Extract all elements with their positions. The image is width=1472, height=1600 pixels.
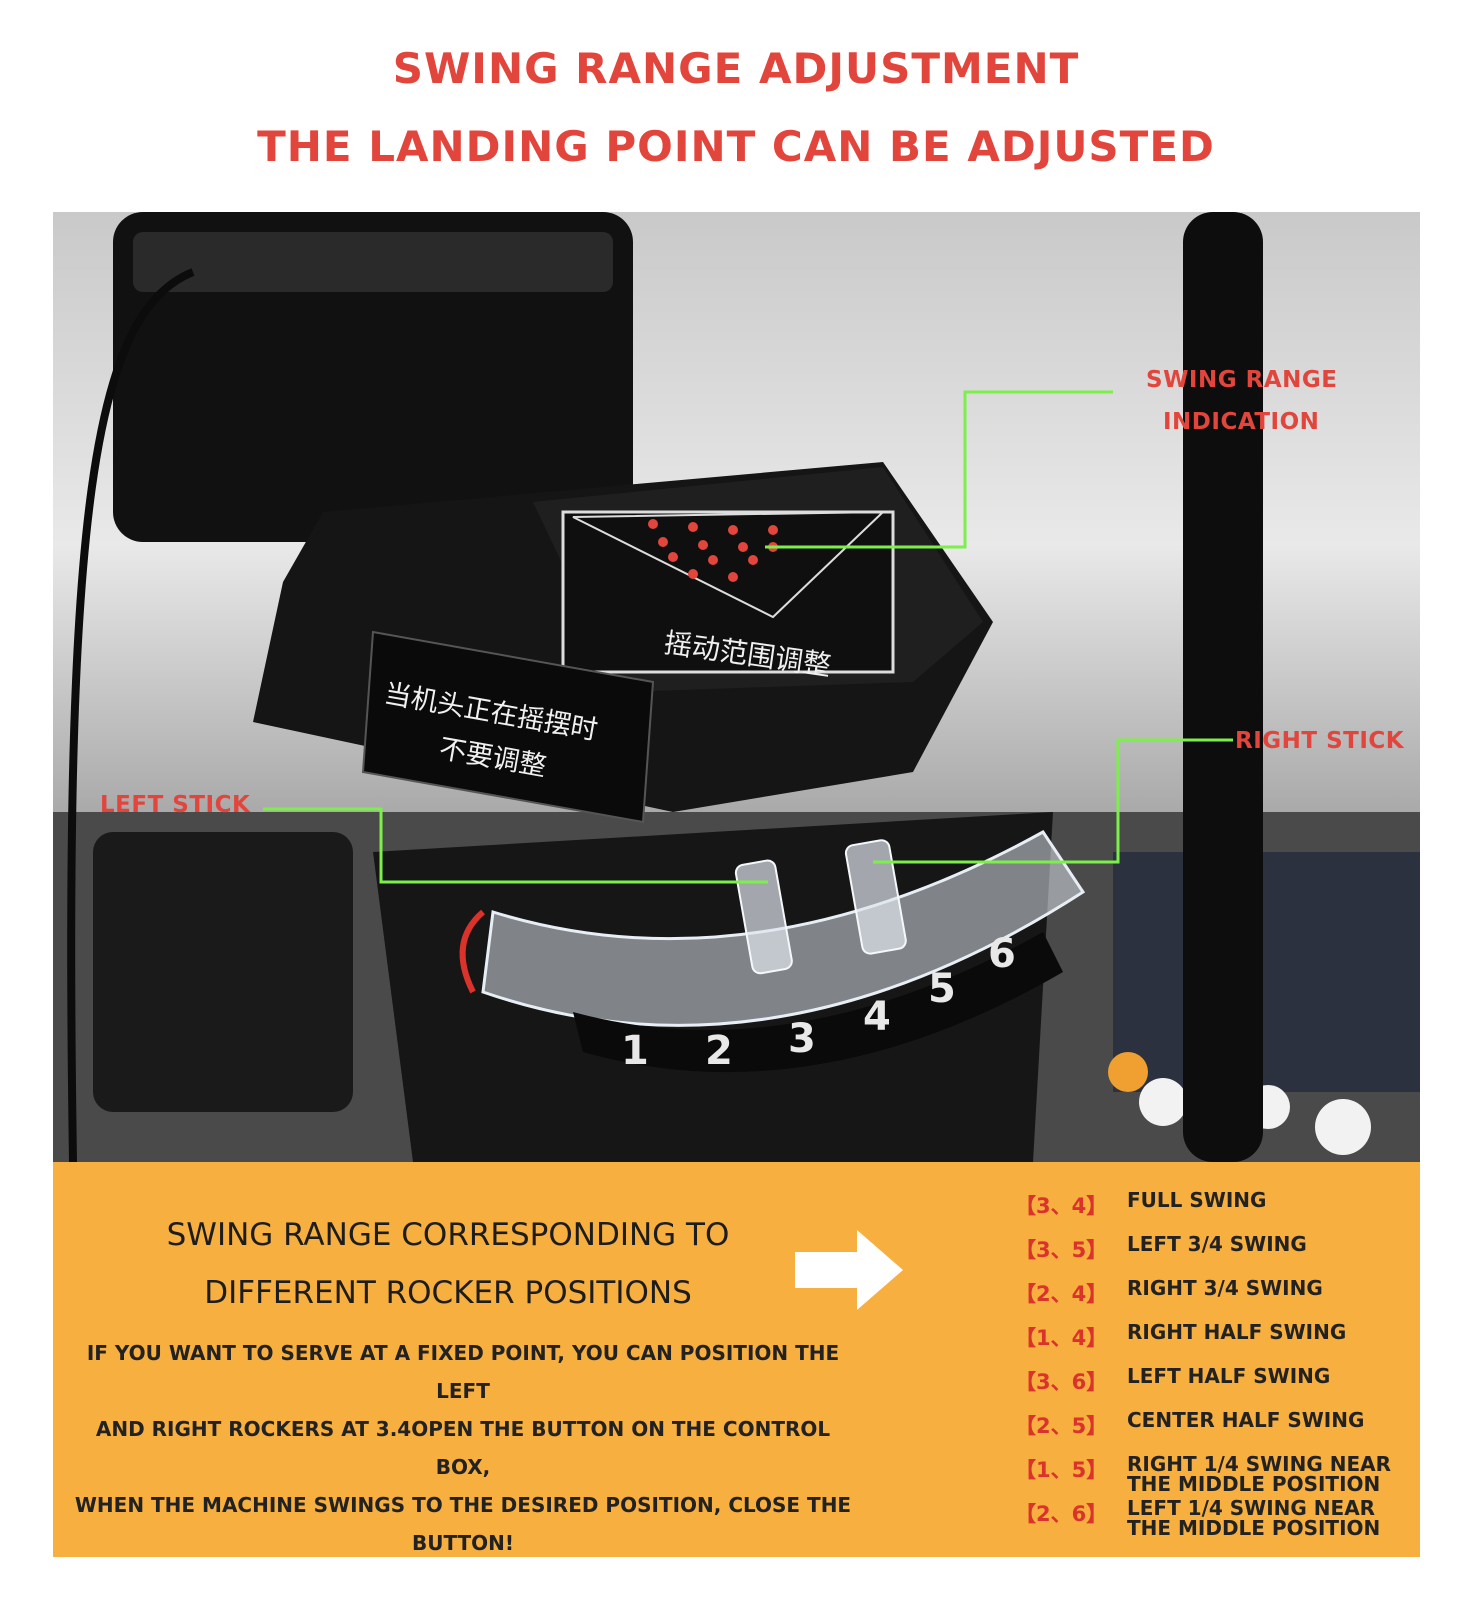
callout-right-stick: RIGHT STICK	[1235, 728, 1405, 754]
info-panel: SWING RANGE CORRESPONDING TO DIFFERENT R…	[53, 1162, 1420, 1557]
position-value: LEFT HALF SWING	[1127, 1364, 1331, 1388]
list-item: 【2、6】 LEFT 1/4 SWING NEAR THE MIDDLE POS…	[1015, 1498, 1415, 1542]
product-photo: 摇动范围调整 当机头正在摇摆时 不要调整 1 2 3 4 5 6 SWING R…	[53, 212, 1420, 1162]
machine-illustration: 摇动范围调整 当机头正在摇摆时 不要调整 1 2 3 4 5 6	[53, 212, 1420, 1162]
position-key: 【3、6】	[1015, 1370, 1108, 1394]
instruction-line: BUTTON!	[411, 1531, 515, 1555]
instruction-line: WHEN THE MACHINE SWINGS TO THE DESIRED P…	[74, 1493, 852, 1517]
list-item: 【1、5】 RIGHT 1/4 SWING NEAR THE MIDDLE PO…	[1015, 1454, 1415, 1498]
background-net	[1113, 852, 1420, 1092]
list-item: 【2、5】 CENTER HALF SWING	[1015, 1410, 1415, 1454]
right-stick	[844, 839, 907, 955]
position-value: RIGHT 1/4 SWING NEAR THE MIDDLE POSITION	[1127, 1452, 1392, 1496]
rocker-position-list: 【3、4】 FULL SWING 【3、5】 LEFT 3/4 SWING 【2…	[1015, 1190, 1415, 1542]
position-value: RIGHT 3/4 SWING	[1127, 1276, 1323, 1300]
position-key: 【1、4】	[1015, 1326, 1108, 1350]
scale-number: 3	[788, 1016, 816, 1062]
panel-title-line-2: DIFFERENT ROCKER POSITIONS	[204, 1275, 692, 1311]
ball	[1315, 1099, 1371, 1155]
position-key: 【1、5】	[1015, 1458, 1108, 1482]
list-item: 【3、6】 LEFT HALF SWING	[1015, 1366, 1415, 1410]
callout-swing-range-indication-line-1: SWING RANGE	[1146, 367, 1338, 393]
callout-line-indication	[765, 390, 1113, 549]
scale-number: 2	[705, 1028, 733, 1074]
list-item: 【2、4】 RIGHT 3/4 SWING	[1015, 1278, 1415, 1322]
scale-number: 6	[988, 931, 1016, 977]
scale-number: 4	[863, 994, 891, 1040]
position-value: RIGHT HALF SWING	[1127, 1320, 1347, 1344]
position-key: 【2、6】	[1015, 1502, 1108, 1526]
device-front-label	[361, 630, 655, 824]
page-title-line-2: THE LANDING POINT CAN BE ADJUSTED	[257, 122, 1215, 171]
machine-head-highlight	[133, 232, 613, 292]
scale-number: 1	[621, 1028, 649, 1074]
left-stick	[734, 859, 793, 975]
position-value: LEFT 3/4 SWING	[1127, 1232, 1307, 1256]
position-key: 【2、5】	[1015, 1414, 1108, 1438]
position-key: 【3、5】	[1015, 1238, 1108, 1262]
list-item: 【3、5】 LEFT 3/4 SWING	[1015, 1234, 1415, 1278]
list-item: 【3、4】 FULL SWING	[1015, 1190, 1415, 1234]
position-value: CENTER HALF SWING	[1127, 1408, 1365, 1432]
scale-band	[573, 932, 1063, 1073]
position-value: LEFT 1/4 SWING NEAR THE MIDDLE POSITION	[1127, 1496, 1381, 1540]
scale-number: 5	[928, 966, 956, 1012]
callout-swing-range-indication-line-2: INDICATION	[1163, 409, 1320, 435]
callout-left-stick: LEFT STICK	[100, 792, 251, 818]
support-pole	[1183, 212, 1263, 1162]
position-key: 【2、4】	[1015, 1282, 1108, 1306]
ball	[1139, 1078, 1187, 1126]
list-item: 【1、4】 RIGHT HALF SWING	[1015, 1322, 1415, 1366]
indicator-triangle	[572, 510, 886, 619]
position-value: FULL SWING	[1127, 1188, 1267, 1212]
position-key: 【3、4】	[1015, 1194, 1108, 1218]
panel-instructions: IF YOU WANT TO SERVE AT A FIXED POINT, Y…	[73, 1334, 853, 1562]
cable	[67, 268, 195, 1162]
panel-title-line-1: SWING RANGE CORRESPONDING TO	[166, 1217, 730, 1253]
ball	[1108, 1052, 1148, 1092]
instruction-line: AND RIGHT ROCKERS AT 3.4OPEN THE BUTTON …	[95, 1417, 831, 1479]
right-arrow-icon	[795, 1230, 903, 1310]
scale-numbers: 1 2 3 4 5 6	[621, 931, 1016, 1074]
machine-head	[113, 212, 633, 542]
callout-line-left-stick	[263, 807, 768, 884]
background-box	[93, 832, 353, 1112]
rotation-arrow-icon	[459, 909, 486, 994]
callout-line-right-stick	[873, 738, 1233, 864]
instruction-line: IF YOU WANT TO SERVE AT A FIXED POINT, Y…	[86, 1341, 840, 1403]
page-title-line-1: SWING RANGE ADJUSTMENT	[392, 44, 1080, 93]
